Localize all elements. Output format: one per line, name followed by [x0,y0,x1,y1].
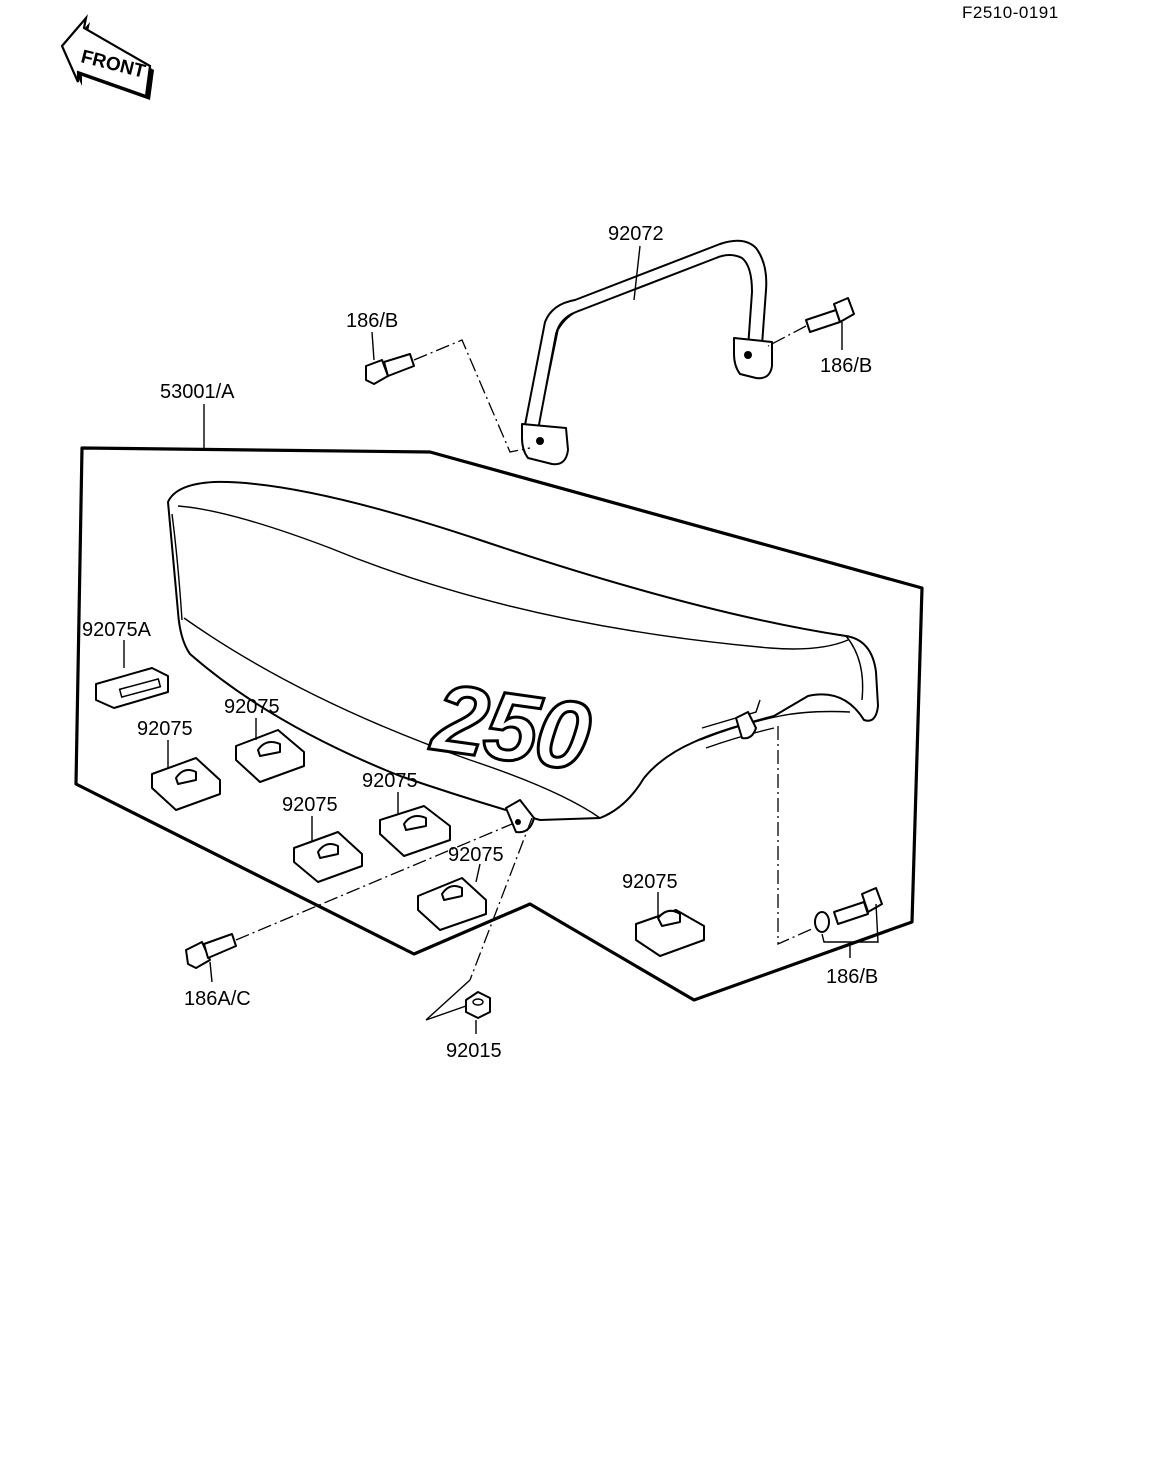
bolt-left-top [365,353,415,385]
bolt-front [185,933,237,969]
seat [167,480,879,834]
callout-92072: 92072 [608,223,664,245]
callout-53001a: 53001/A [160,381,235,403]
callout-92075-3: 92075 [282,794,338,816]
pad-3 [293,831,363,883]
logo-250-text: 250 [425,664,596,792]
callout-92075-1: 92075 [137,718,193,740]
callout-92075-2: 92075 [224,696,280,718]
reference-code: F2510-0191 [962,3,1059,22]
callout-92075-5: 92075 [448,844,504,866]
pad-92075a [95,667,169,709]
seat-assembly-frame [74,446,924,1002]
callout-186b-rear: 186/B [826,966,878,988]
pad-1 [151,757,221,811]
front-arrow-icon: FRONT [60,14,154,100]
pad-6 [635,909,705,957]
bolt-rear [814,887,883,933]
callout-186ac: 186A/C [184,988,251,1010]
pad-2 [235,729,305,783]
callout-92075-6: 92075 [622,871,678,893]
callout-92075-4: 92075 [362,770,418,792]
pad-5 [417,877,487,931]
grab-handle [521,239,773,466]
callout-186b-left: 186/B [346,310,398,332]
callout-92075a: 92075A [82,619,152,641]
callout-92015: 92015 [446,1040,502,1062]
logo-250: 250 [424,662,598,793]
bolt-right-top [805,297,855,333]
nut-92015 [465,991,491,1019]
callout-186b-right: 186/B [820,355,872,377]
pad-4 [379,805,451,857]
